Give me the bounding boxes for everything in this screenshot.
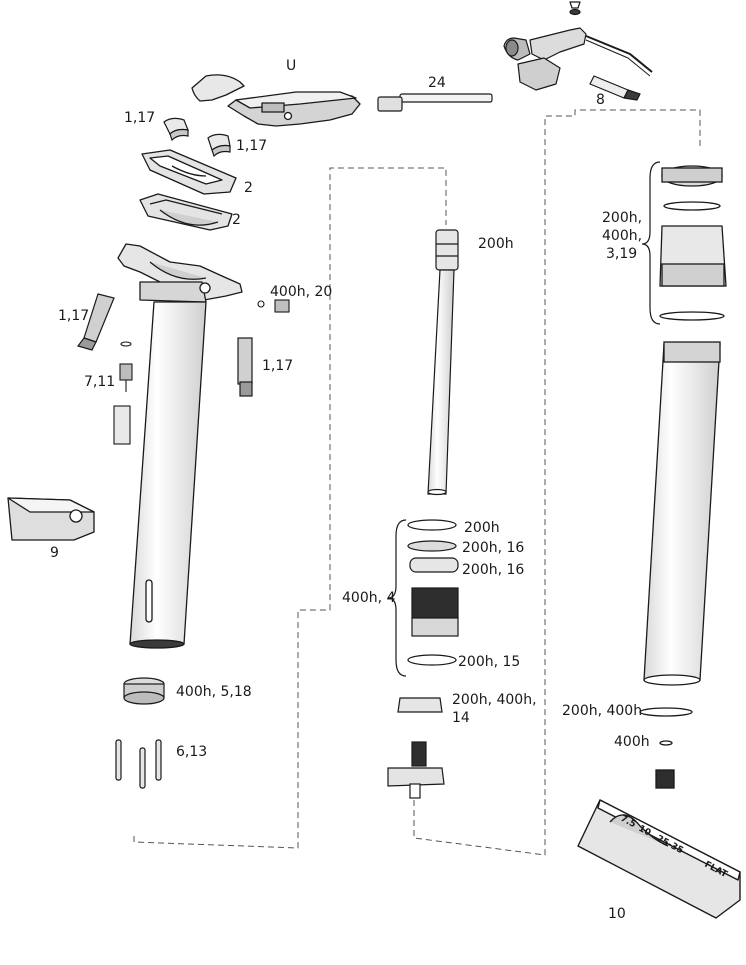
label-seal-200h-16-b: 200h, 16 <box>462 562 525 578</box>
outer-tube <box>639 341 721 789</box>
label-8: 8 <box>596 92 605 108</box>
bolt-right <box>237 337 253 397</box>
bolt-left <box>76 293 115 351</box>
lever-paddle <box>191 74 245 102</box>
lever-cable-outer <box>585 39 651 77</box>
bottom-fitting <box>387 741 445 799</box>
label-6-13: 6,13 <box>176 744 208 760</box>
rod-shaft <box>399 93 493 103</box>
label-400h-5-18: 400h, 5,18 <box>176 684 252 700</box>
label-7-11: 7,11 <box>84 374 116 390</box>
braces <box>387 161 661 677</box>
label-9: 9 <box>50 545 59 561</box>
guide-line-left <box>133 167 447 849</box>
lever-cable <box>585 35 653 73</box>
brace-right <box>641 161 661 325</box>
label-1-17-c: 1,17 <box>58 308 90 324</box>
label-200h-shaft: 200h <box>478 236 514 252</box>
label-u: U <box>286 58 297 74</box>
rod-head <box>377 96 403 112</box>
lever-assembly-8 <box>503 1 653 101</box>
label-400h-20: 400h, 20 <box>270 284 333 300</box>
label-400h-small: 400h <box>614 734 650 750</box>
tool-9 <box>7 497 95 541</box>
tube-bottom <box>129 639 185 649</box>
lever-knob-face <box>505 39 519 57</box>
lever-arm <box>529 27 587 61</box>
clamp-plate-top <box>141 149 237 195</box>
label-200h-15: 200h, 15 <box>458 654 521 670</box>
cap-screw-base <box>569 8 581 16</box>
label-right-200h: 200h, <box>602 210 643 226</box>
head-pivot <box>199 282 211 294</box>
clamp-wedge-b <box>207 133 231 158</box>
bleed-block-10: 7.5 10 25-35 FLAT <box>577 799 741 919</box>
valve-7-11 <box>113 341 133 445</box>
label-seal-200h-16-a: 200h, 16 <box>462 540 525 556</box>
brace-middle <box>387 519 407 677</box>
label-400h-4: 400h, 4 <box>342 590 396 606</box>
label-1-17-a: 1,17 <box>124 110 156 126</box>
label-right-400h: 400h, <box>602 228 643 244</box>
barrel-tip <box>623 89 641 101</box>
small-nut-20 <box>257 299 290 313</box>
right-ring-stack <box>659 165 727 321</box>
cartridge-rings <box>123 677 165 705</box>
remote-lever-u <box>191 74 361 127</box>
label-2-a: 2 <box>244 180 253 196</box>
cap-screw <box>569 1 581 9</box>
label-2-b: 2 <box>232 212 241 228</box>
label-24: 24 <box>428 75 446 91</box>
inner-shaft <box>427 229 459 496</box>
clamp-plate-bottom <box>139 193 233 231</box>
head-cradle-inner <box>149 261 207 280</box>
tube-slot <box>145 579 153 623</box>
actuator-rod-24 <box>377 93 493 112</box>
assembly-guide-lines <box>133 109 701 856</box>
pins-6-13 <box>115 739 162 789</box>
label-14: 14 <box>452 710 470 726</box>
seal-stack <box>397 519 459 713</box>
label-200h-400h-oring: 200h, 400h <box>562 703 643 719</box>
clamp-wedge-a <box>163 117 189 142</box>
label-1-17-d: 1,17 <box>262 358 294 374</box>
seatpost-upper-tube <box>117 243 243 649</box>
lever-clamp <box>261 102 285 113</box>
label-1-17-b: 1,17 <box>236 138 268 154</box>
lever-bolt <box>283 111 293 121</box>
label-200h-400h: 200h, 400h, <box>452 692 537 708</box>
tube-body <box>129 301 207 645</box>
label-3-19: 3,19 <box>606 246 638 262</box>
head-collar <box>139 281 207 303</box>
label-10: 10 <box>608 906 626 922</box>
label-seal-200h: 200h <box>464 520 500 536</box>
guide-line-middle <box>413 109 701 856</box>
lever-clamp-8 <box>517 57 561 91</box>
